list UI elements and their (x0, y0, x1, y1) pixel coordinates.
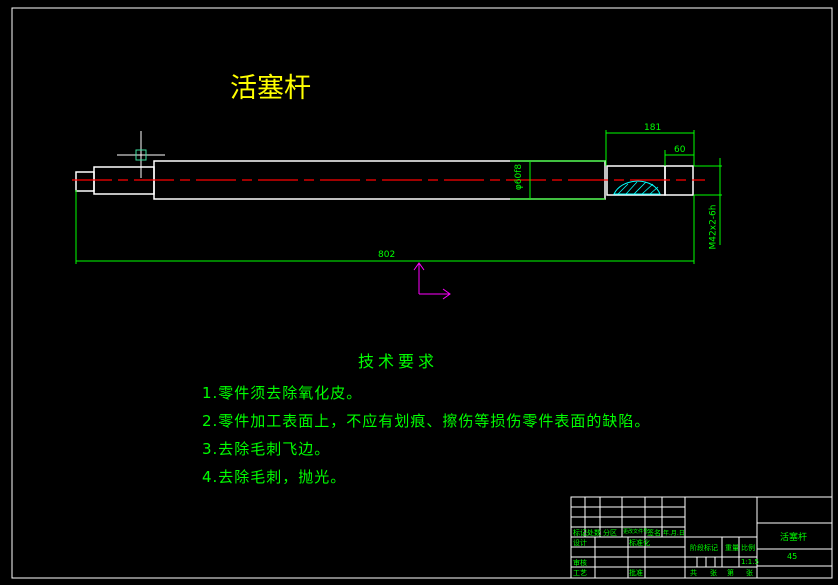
hatch-lines (617, 181, 659, 195)
tb-approve: 批准 (629, 569, 643, 577)
dim-thread-length: 60 (674, 145, 686, 155)
hatch-section (613, 180, 661, 195)
tb-weight: 重量 (725, 544, 739, 552)
pickbox-icon (135, 149, 147, 161)
tb-material: 45 (787, 552, 798, 561)
dimension-lines (75, 130, 722, 264)
tb-sheet: 张 (710, 569, 717, 577)
requirement-item: 3.去除毛刺飞边。 (202, 440, 331, 458)
tb-standard: 标准化 (629, 539, 650, 547)
requirement-item: 1.零件须去除氧化皮。 (202, 384, 363, 402)
tb-count: 处数 (587, 529, 601, 537)
tb-scale-label: 比例 (741, 544, 755, 552)
drawing-border (11, 7, 833, 579)
requirements-heading: 技术要求 (358, 352, 439, 371)
tb-stage-mark: 阶段标记 (690, 544, 718, 552)
tb-design: 设计 (573, 539, 587, 547)
tb-date: 年.月.日 (663, 530, 685, 537)
tb-number: 第 (727, 569, 734, 577)
drawing-title: 活塞杆 (230, 73, 311, 104)
crosshair-cursor-icon (117, 131, 165, 178)
dim-total-length: 802 (378, 250, 396, 260)
title-block-grid (570, 496, 833, 579)
tb-sign: 签名 (647, 529, 661, 537)
requirement-item: 2.零件加工表面上，不应有划痕、擦伤等损伤零件表面的缺陷。 (202, 412, 651, 430)
tb-part-name: 活塞杆 (780, 533, 808, 543)
tb-process: 工艺 (573, 569, 587, 577)
dim-thread-spec: M42x2-6h (708, 204, 719, 250)
tb-sheet2: 张 (746, 569, 753, 577)
tb-total: 共 (690, 569, 697, 577)
tb-change-doc: 更改文件号 (623, 529, 649, 535)
tb-mark: 标记 (573, 529, 587, 537)
requirement-item: 4.去除毛刺，抛光。 (202, 468, 347, 486)
ucs-icon (413, 262, 451, 300)
dim-rod-diameter: φ60f8 (514, 163, 525, 191)
tb-review: 审核 (573, 559, 587, 567)
dim-thread-section: 181 (644, 123, 662, 133)
tb-scale: 1:1.5 (741, 558, 759, 566)
tb-zone: 分区 (603, 529, 617, 537)
